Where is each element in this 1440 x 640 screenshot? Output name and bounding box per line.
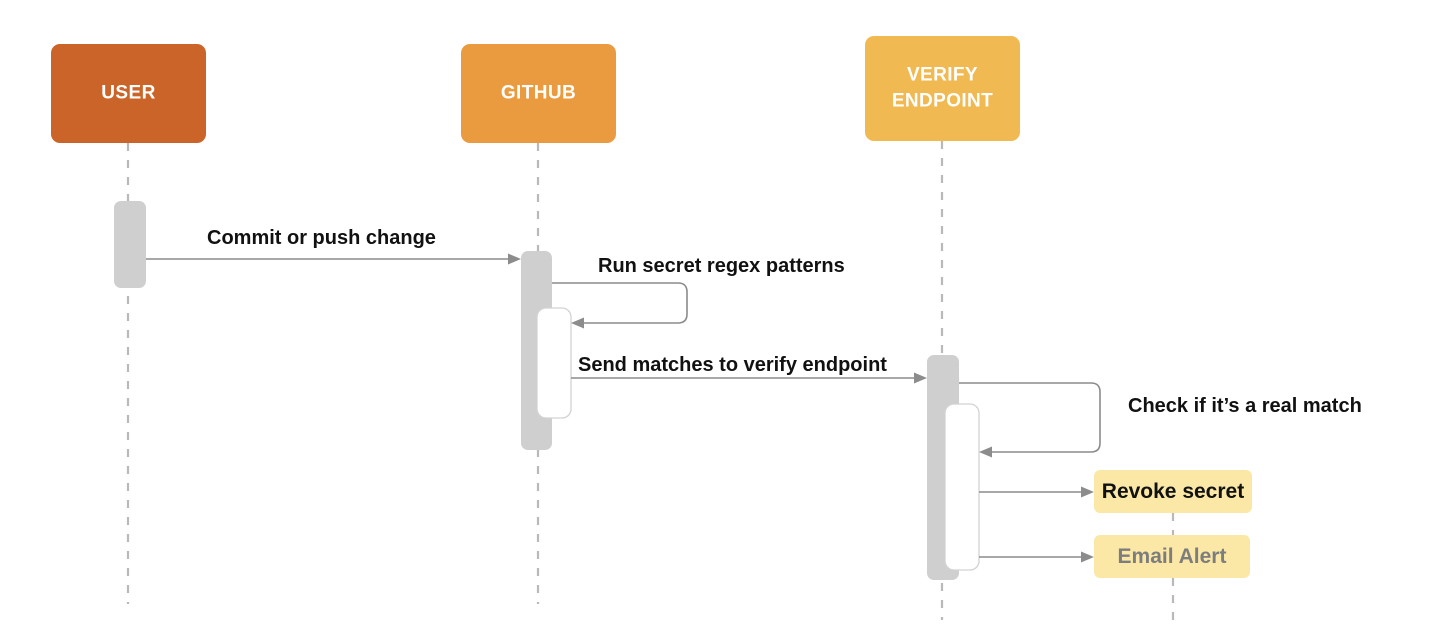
- message-arrowhead-msg-email: [1081, 551, 1094, 563]
- actor-user[interactable]: USER: [51, 44, 206, 143]
- message-arrowhead-msg-regex: [571, 317, 584, 329]
- message-msg-commit[interactable]: Commit or push change: [146, 227, 521, 265]
- message-arrowhead-msg-revoke: [1081, 486, 1094, 498]
- actor-label-user: USER: [101, 83, 155, 104]
- message-label-msg-commit: Commit or push change: [207, 227, 436, 249]
- actor-box-verify: [865, 36, 1020, 141]
- message-msg-email[interactable]: [979, 551, 1094, 563]
- message-msg-revoke[interactable]: [979, 486, 1094, 498]
- note-note-revoke[interactable]: Revoke secret: [1094, 470, 1252, 513]
- message-path-msg-check-match: [959, 382, 1101, 453]
- actor-label-verify: ENDPOINT: [892, 91, 993, 112]
- activation-bar-user: [114, 201, 146, 288]
- lifelines-layer: [126, 141, 1175, 620]
- message-label-msg-check-match: Check if it’s a real match: [1128, 395, 1362, 417]
- actor-github[interactable]: GITHUB: [461, 44, 616, 143]
- actor-verify[interactable]: VERIFY ENDPOINT: [865, 36, 1020, 141]
- note-label-note-email: Email Alert: [1118, 545, 1227, 568]
- note-box-note-revoke: [1094, 470, 1252, 513]
- message-msg-check-match[interactable]: Check if it’s a real match: [959, 382, 1362, 458]
- actor-label-verify: VERIFY: [907, 65, 978, 86]
- actor-boxes-layer: USER GITHUB VERIFY ENDPOINT: [51, 36, 1020, 143]
- message-path-msg-regex: [552, 282, 688, 324]
- note-box-note-email: [1094, 535, 1250, 578]
- message-msg-regex[interactable]: Run secret regex patterns: [552, 255, 845, 329]
- actor-box-user: [51, 44, 206, 143]
- message-arrowhead-msg-commit: [508, 253, 521, 265]
- activation-bar-verify-nested: [944, 403, 980, 571]
- activation-bar-github-nested: [536, 307, 572, 419]
- message-arrowhead-msg-check-match: [979, 446, 992, 458]
- message-arrowhead-msg-send-matches: [914, 372, 927, 384]
- actor-label-github: GITHUB: [501, 83, 576, 104]
- message-label-msg-regex: Run secret regex patterns: [598, 255, 845, 277]
- note-label-note-revoke: Revoke secret: [1102, 480, 1244, 503]
- note-note-email[interactable]: Email Alert: [1094, 535, 1250, 578]
- actor-box-github: [461, 44, 616, 143]
- activations-layer: [114, 201, 980, 580]
- message-label-msg-send-matches: Send matches to verify endpoint: [578, 354, 887, 376]
- message-msg-send-matches[interactable]: Send matches to verify endpoint: [571, 354, 927, 384]
